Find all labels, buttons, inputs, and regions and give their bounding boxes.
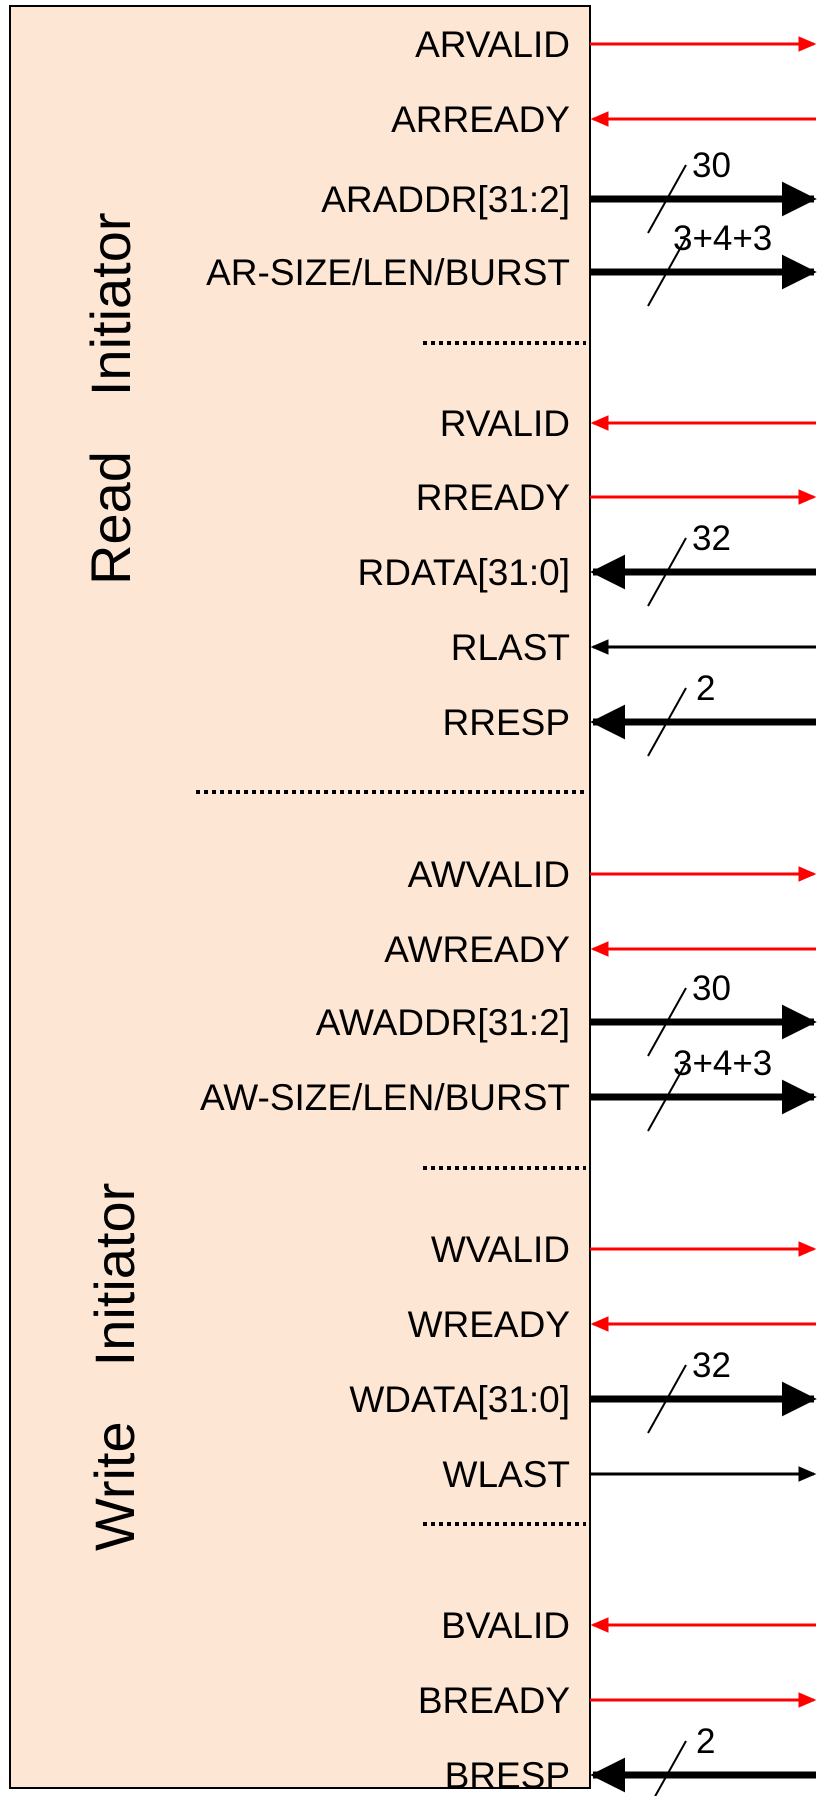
signal-label-arready: ARREADY xyxy=(391,99,570,140)
signal-label-rlast: RLAST xyxy=(451,627,570,668)
bus-slash-araddr-31-2 xyxy=(647,164,687,234)
read-side-label-line1: Read xyxy=(79,451,142,585)
signal-label-araddr-31-2: ARADDR[31:2] xyxy=(321,179,570,220)
read-side-label: Read Initiator xyxy=(79,212,142,585)
signal-label-wready: WREADY xyxy=(408,1304,570,1345)
write-side-label-line1: Write xyxy=(83,1421,146,1551)
bus-width-araddr-31-2: 30 xyxy=(692,146,731,185)
bus-slash-rresp xyxy=(647,687,687,757)
read-side-label-line2: Initiator xyxy=(79,212,142,396)
signal-label-aw-size-len-burst: AW-SIZE/LEN/BURST xyxy=(200,1077,570,1118)
write-side-label: Write Initiator xyxy=(83,1183,146,1551)
signal-label-awaddr-31-2: AWADDR[31:2] xyxy=(316,1002,570,1043)
bus-width-ar-size-len-burst: 3+4+3 xyxy=(673,219,772,258)
signal-label-awvalid: AWVALID xyxy=(408,854,570,895)
signal-label-rdata-31-0: RDATA[31:0] xyxy=(358,552,570,593)
signal-label-arvalid: ARVALID xyxy=(415,24,570,65)
bus-slash-rdata-31-0 xyxy=(647,537,687,607)
write-side-label-line2: Initiator xyxy=(83,1183,146,1367)
signal-list: ARVALIDARREADYARADDR[31:2]30AR-SIZE/LEN/… xyxy=(200,24,817,1796)
signal-label-wlast: WLAST xyxy=(443,1454,570,1495)
signal-label-rready: RREADY xyxy=(416,477,570,518)
bus-slash-ar-size-len-burst xyxy=(647,237,687,307)
signal-label-ar-size-len-burst: AR-SIZE/LEN/BURST xyxy=(206,252,570,293)
bus-slash-aw-size-len-burst xyxy=(647,1062,687,1132)
signal-label-rvalid: RVALID xyxy=(440,403,570,444)
bus-slash-bresp xyxy=(654,1740,687,1796)
initiator-box xyxy=(9,5,591,1789)
signal-label-awready: AWREADY xyxy=(384,929,570,970)
bus-slash-awaddr-31-2 xyxy=(647,987,687,1057)
signal-label-bvalid: BVALID xyxy=(441,1605,570,1646)
signal-label-wdata-31-0: WDATA[31:0] xyxy=(349,1379,570,1420)
signal-label-bresp: BRESP xyxy=(445,1755,570,1796)
signal-label-rresp: RRESP xyxy=(443,702,570,743)
bus-width-bresp: 2 xyxy=(696,1722,715,1761)
bus-width-wdata-31-0: 32 xyxy=(692,1346,731,1385)
bus-width-aw-size-len-burst: 3+4+3 xyxy=(673,1044,772,1083)
bus-width-rresp: 2 xyxy=(696,669,715,708)
bus-width-awaddr-31-2: 30 xyxy=(692,969,731,1008)
bus-slash-wdata-31-0 xyxy=(647,1364,687,1434)
bus-width-rdata-31-0: 32 xyxy=(692,519,731,558)
signal-label-wvalid: WVALID xyxy=(431,1229,570,1270)
signal-label-bready: BREADY xyxy=(418,1680,570,1721)
